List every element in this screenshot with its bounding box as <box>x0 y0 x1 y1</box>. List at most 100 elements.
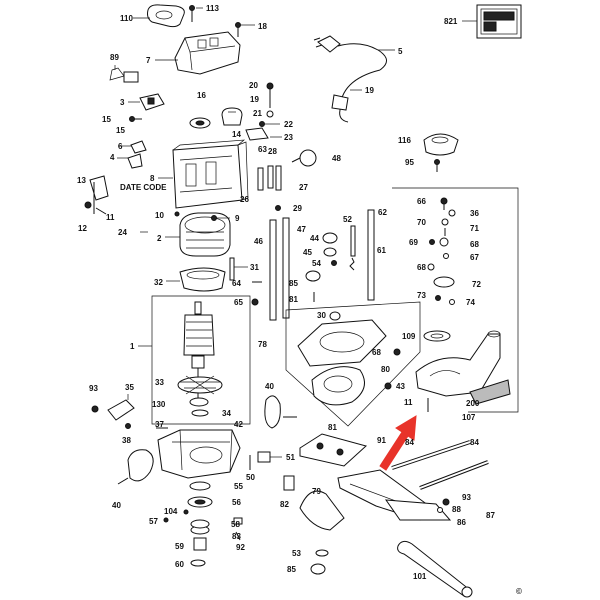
part-57-pin <box>163 517 169 523</box>
part-34-washer <box>191 409 209 417</box>
label-30: 30 <box>317 311 326 320</box>
label-3: 3 <box>120 98 125 107</box>
label-104: 104 <box>164 507 178 516</box>
label-821: 821 <box>444 17 458 26</box>
red-pointer-arrow <box>379 415 417 471</box>
label-35: 35 <box>125 383 134 392</box>
label-66: 66 <box>417 197 426 206</box>
label-31: 31 <box>250 263 259 272</box>
part-30-nut <box>329 311 341 321</box>
label-18: 18 <box>258 22 267 31</box>
label-32: 32 <box>154 278 163 287</box>
depth-stop-box <box>392 187 519 413</box>
label-107: 107 <box>462 413 476 422</box>
part-92-spring <box>235 531 241 541</box>
label-19: 19 <box>365 86 374 95</box>
label-60: 60 <box>175 560 184 569</box>
part-93b-screw <box>442 498 450 506</box>
label-36: 36 <box>470 209 479 218</box>
label-70: 70 <box>417 218 426 227</box>
part-58-nut <box>190 519 210 535</box>
label-67: 67 <box>470 253 479 262</box>
part-15-screw <box>129 116 142 122</box>
part-31-rod <box>229 257 248 281</box>
label-88: 88 <box>452 505 461 514</box>
label-42: 42 <box>234 420 243 429</box>
part-56-collar <box>187 496 213 508</box>
part-number-labels: 110 113 18 821 7 5 89 20 19 3 16 19 15 2… <box>77 4 522 596</box>
part-18-screw <box>235 22 255 37</box>
part-80-sub-base <box>311 366 365 406</box>
label-91: 91 <box>377 436 386 445</box>
label-19b: 19 <box>250 95 259 104</box>
part-83-screw <box>233 517 243 525</box>
label-78: 78 <box>258 340 267 349</box>
part-35-lever <box>107 394 135 421</box>
label-69: 69 <box>409 238 418 247</box>
part-27-rod <box>275 165 282 191</box>
label-72: 72 <box>472 280 481 289</box>
part-101-spanner <box>397 540 473 598</box>
part-29-screw <box>275 205 281 211</box>
part-6-clip <box>118 140 147 154</box>
label-63: 63 <box>258 145 267 154</box>
label-48: 48 <box>332 154 341 163</box>
label-55: 55 <box>234 482 243 491</box>
label-14: 14 <box>232 130 241 139</box>
label-4: 4 <box>110 153 115 162</box>
label-116: 116 <box>398 136 411 145</box>
part-91-fence <box>299 433 368 467</box>
label-109: 109 <box>402 332 416 341</box>
label-64: 64 <box>232 279 241 288</box>
part-78-base-plate-box <box>285 301 421 427</box>
label-68b: 68 <box>417 263 426 272</box>
part-68c-screw <box>393 348 401 356</box>
part-47-column <box>282 217 290 319</box>
part-28-rods <box>257 165 274 191</box>
part-110-bracket <box>133 4 185 28</box>
part-10-screw <box>174 211 180 217</box>
label-37: 37 <box>155 420 164 429</box>
part-14-brush-cap <box>221 107 243 126</box>
part-48-knob <box>291 149 317 167</box>
label-113: 113 <box>206 4 219 13</box>
label-86: 86 <box>457 518 466 527</box>
part-104-pin <box>183 509 189 515</box>
part-21-washer <box>266 110 274 118</box>
label-130: 130 <box>152 400 166 409</box>
part-43-screw <box>384 382 392 390</box>
label-34: 34 <box>222 409 231 418</box>
part-82-knob <box>283 475 295 491</box>
label-59: 59 <box>175 542 184 551</box>
label-79: 79 <box>312 487 321 496</box>
part-9-screw <box>211 215 230 221</box>
part-53-washer <box>315 549 329 557</box>
label-62: 62 <box>378 208 387 217</box>
part-78-base-plate <box>297 319 387 367</box>
label-1b: 1 <box>130 342 135 351</box>
part-821-logo <box>462 4 522 39</box>
label-21: 21 <box>253 109 262 118</box>
label-95: 95 <box>405 158 414 167</box>
label-5: 5 <box>398 47 403 56</box>
label-51: 51 <box>286 453 295 462</box>
label-110: 110 <box>120 14 133 23</box>
part-51-clip <box>257 451 282 463</box>
armature-group-box <box>138 295 251 425</box>
label-15b: 15 <box>116 126 125 135</box>
label-copyright: © <box>516 587 522 596</box>
label-83: 83 <box>232 532 241 541</box>
label-date-code: DATE CODE <box>120 183 167 192</box>
part-59-collet <box>193 537 207 551</box>
part-20-screw <box>266 82 274 108</box>
part-3-brush-holder <box>128 93 165 111</box>
part-87-guide-bracket <box>384 499 452 521</box>
label-47: 47 <box>297 225 306 234</box>
label-82: 82 <box>280 500 289 509</box>
label-28: 28 <box>268 147 277 156</box>
label-13: 13 <box>77 176 86 185</box>
part-73-screw <box>435 295 441 301</box>
label-65: 65 <box>234 298 243 307</box>
part-95-screw <box>434 159 440 172</box>
